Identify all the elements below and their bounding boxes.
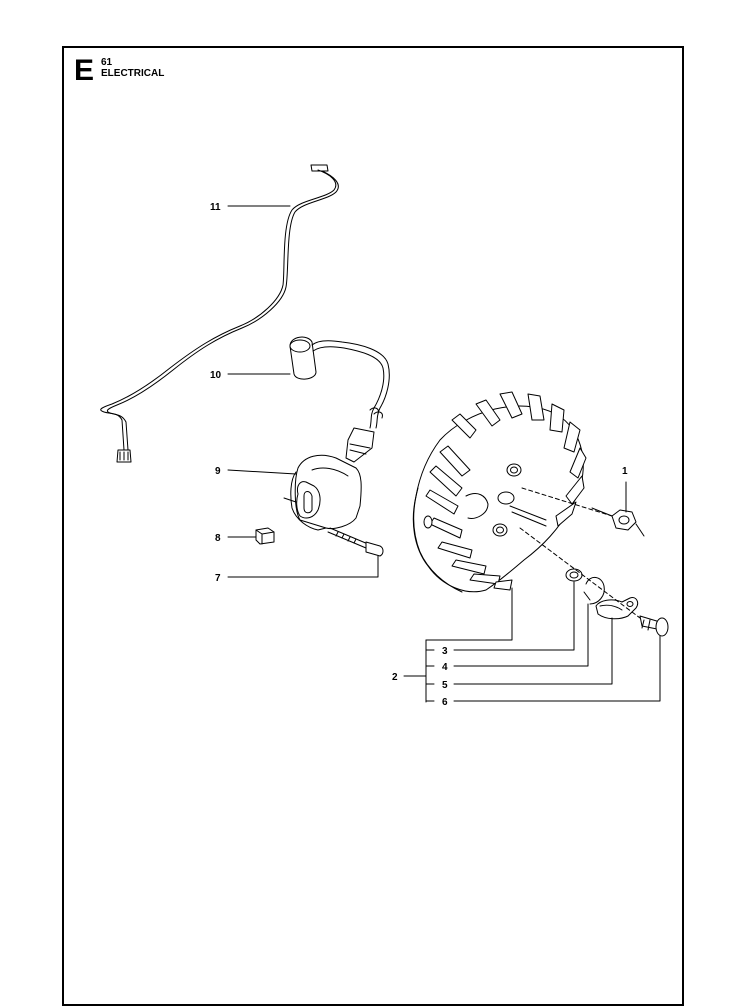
callout-7: 7 [215,573,221,584]
page-title: ELECTRICAL [101,68,165,79]
callout-5: 5 [442,680,448,691]
part-3-flywheel [412,391,587,593]
callout-9: 9 [215,466,221,477]
leader-lines [227,205,661,703]
part-9-ignition-module [283,427,375,531]
page-number: 61 [101,57,113,68]
callout-4: 4 [442,662,448,673]
callout-10: 10 [210,370,222,381]
part-shoulder-bolt [639,615,669,637]
callout-3: 3 [442,646,448,657]
section-letter: E [74,54,95,87]
part-5-spring [583,577,605,605]
callout-6: 6 [442,697,448,708]
callout-8: 8 [215,533,221,544]
part-7-screw [327,527,384,557]
part-10-spark-plug-boot [289,336,390,429]
part-11-wire-harness [100,164,339,463]
part-4-washer [565,568,583,582]
part-6-pawl [595,597,639,620]
callout-1: 1 [622,466,628,477]
callout-11: 11 [210,202,221,213]
callout-2: 2 [392,672,398,683]
page-frame [62,46,684,1006]
part-8-insulator [255,527,275,545]
